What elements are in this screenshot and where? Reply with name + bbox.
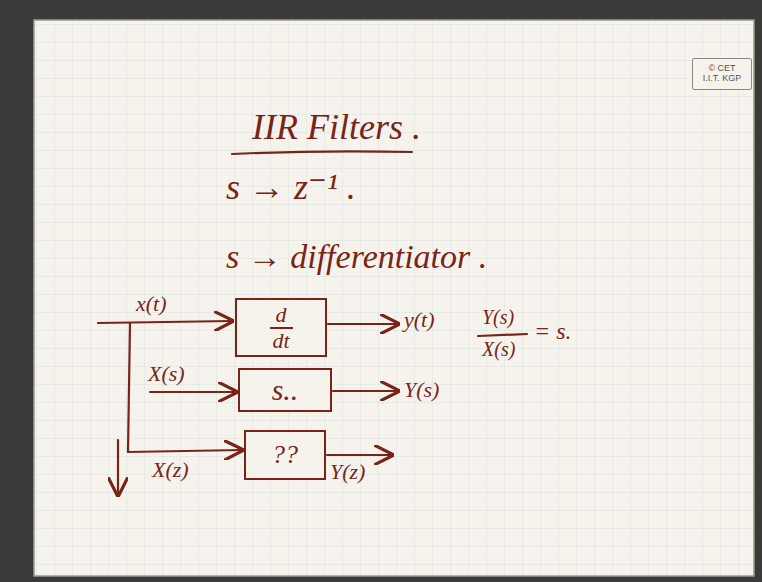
fraction-numerator: Y(s) <box>482 306 514 328</box>
output-arrow <box>327 454 392 456</box>
title-underline <box>232 151 412 154</box>
output-arrow <box>333 390 398 392</box>
signal-name: x(t) <box>136 292 167 316</box>
paper-edge <box>34 20 754 576</box>
equation-part: = s. <box>534 318 572 344</box>
box-text: © CET I.I.T. KGP <box>700 64 744 84</box>
paper-sheet <box>34 20 754 576</box>
box-text: d <box>270 303 293 328</box>
signal-name: y(t) <box>404 308 435 332</box>
signal-name: X(z) <box>152 458 189 482</box>
mapping-note: s → z⁻¹ . <box>226 168 356 208</box>
input-arrow <box>98 321 232 323</box>
box-text: dt <box>272 329 289 352</box>
laplace-box: s.. <box>238 368 332 412</box>
signal-name: X(s) <box>148 362 185 386</box>
fraction-denominator: X(s) <box>482 338 515 360</box>
output-arrow <box>328 323 398 325</box>
box-text: ?? <box>272 441 298 468</box>
signal-name: Y(z) <box>330 460 365 484</box>
box-text: s.. <box>272 374 299 406</box>
differentiator-box: ddt <box>235 298 327 357</box>
page-title: IIR Filters . <box>252 108 421 148</box>
fraction-bar <box>478 334 527 336</box>
signal-name: Y(s) <box>404 378 439 402</box>
branch-arrow <box>128 323 242 452</box>
input-arrow <box>150 391 236 393</box>
mapping-note: s → differentiator . <box>226 238 487 275</box>
watermark-box: © CET I.I.T. KGP <box>692 58 752 90</box>
unknown-box: ?? <box>244 430 326 480</box>
down-arrow <box>117 440 119 495</box>
grid-lines <box>34 20 754 576</box>
